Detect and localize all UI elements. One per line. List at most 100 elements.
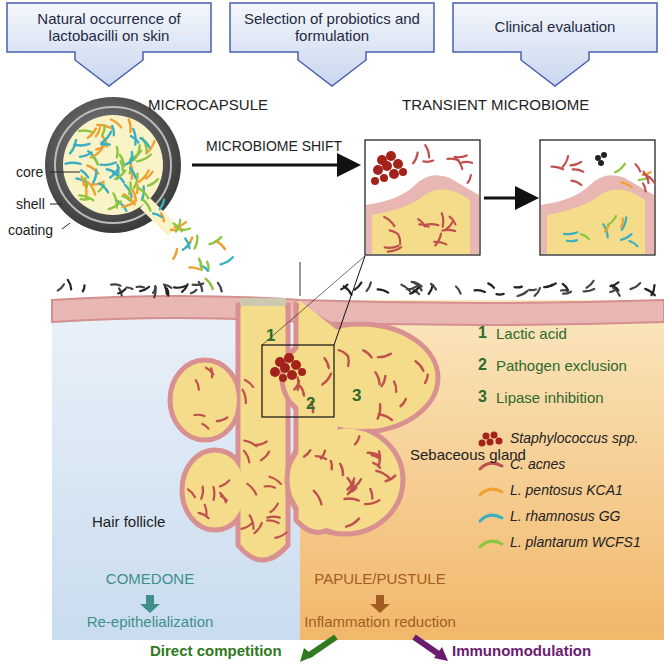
purple-arrow-head xyxy=(434,647,448,661)
bacterium xyxy=(322,374,331,385)
staphylococcus-cluster xyxy=(270,353,306,382)
bacterium xyxy=(267,516,280,519)
legend-sample xyxy=(496,438,503,445)
shift-arrow xyxy=(192,164,352,167)
bacterium xyxy=(132,190,136,201)
legend-sample xyxy=(487,439,494,446)
bacterium xyxy=(621,182,631,187)
bacterium xyxy=(221,257,233,264)
bacterium xyxy=(339,350,348,355)
divider xyxy=(300,262,301,296)
bacterium xyxy=(58,284,64,290)
bacterium xyxy=(384,217,394,226)
inset-bacteria xyxy=(384,145,654,252)
bacterium xyxy=(346,519,359,527)
bacterium xyxy=(174,286,186,288)
bacterium xyxy=(107,169,117,174)
bacterium xyxy=(429,285,433,294)
bacterium xyxy=(160,200,164,210)
bacterium xyxy=(621,234,632,240)
bacterium xyxy=(112,126,114,135)
callout-number: 3 xyxy=(478,388,487,406)
bacterium xyxy=(390,230,399,234)
bacterium xyxy=(206,279,213,289)
bacterium xyxy=(379,414,392,420)
bacterium xyxy=(563,284,568,290)
lesion-type: COMEDONE xyxy=(40,570,260,587)
bacterium xyxy=(573,169,584,171)
leader-line xyxy=(62,223,70,229)
bacterium xyxy=(379,452,380,466)
step-label: Clinical evaluation xyxy=(458,18,652,35)
bacterium xyxy=(548,283,556,286)
bacterium xyxy=(552,167,564,170)
legend-sample xyxy=(491,432,498,439)
bacterium xyxy=(496,293,503,296)
bacterium xyxy=(348,478,353,489)
step-label: Selection of probiotics and formulation xyxy=(235,10,429,45)
part-label: Sebaceous gland xyxy=(410,446,526,463)
bacterium xyxy=(314,491,322,505)
callout-number: 3 xyxy=(352,386,361,406)
bacterium xyxy=(202,424,208,429)
bacterium xyxy=(102,126,105,136)
bacterium xyxy=(124,158,135,166)
bacterium xyxy=(622,217,627,229)
part-label: coating xyxy=(8,222,53,238)
legend-sample xyxy=(483,433,490,440)
bacterium xyxy=(644,174,655,183)
bacterium xyxy=(123,201,136,207)
bacterium xyxy=(244,451,249,463)
part-label: shell xyxy=(16,196,45,212)
bacterium xyxy=(218,283,222,292)
bacterium xyxy=(344,286,352,295)
leader-line xyxy=(50,172,80,173)
bacterium xyxy=(431,284,436,290)
bacterium xyxy=(363,350,371,357)
legend-sample xyxy=(480,515,502,521)
section-title: MICROCAPSULE xyxy=(148,96,268,113)
bacterium xyxy=(199,282,203,291)
bacterium xyxy=(247,484,256,495)
shift-arrow xyxy=(484,197,530,200)
bacterium xyxy=(201,487,203,499)
bacterium xyxy=(111,284,120,285)
bacterium xyxy=(296,378,299,390)
bacterium xyxy=(355,436,359,444)
step-banner: Clinical evaluation xyxy=(452,2,658,88)
down-arrow xyxy=(140,595,160,613)
bacterium xyxy=(410,288,418,294)
bacterium xyxy=(261,452,269,461)
bacterium xyxy=(378,404,381,419)
callout-number: 2 xyxy=(478,356,487,374)
bacterium xyxy=(188,489,195,497)
bacterium xyxy=(347,356,350,366)
bacterium xyxy=(275,532,286,538)
bacterium xyxy=(213,487,214,500)
legend-label: L. plantarum WCFS1 xyxy=(510,534,641,550)
step-label: Natural occurrence of lactobacilli on sk… xyxy=(12,10,206,45)
bacterium xyxy=(206,368,214,375)
step-banner: Natural occurrence of lactobacilli on sk… xyxy=(6,2,212,88)
bacterium xyxy=(173,249,177,259)
inset-before xyxy=(365,140,480,255)
zoom-box xyxy=(262,345,334,417)
bacterium xyxy=(564,232,578,234)
bacterium xyxy=(608,216,616,225)
bacterium xyxy=(584,289,595,291)
bacterium xyxy=(587,281,594,288)
bacterium xyxy=(386,476,396,482)
inset-after xyxy=(540,140,655,255)
bacterium xyxy=(455,155,467,157)
bacterium xyxy=(176,220,180,232)
bacterium xyxy=(370,489,372,499)
bacteria xyxy=(188,350,428,538)
bacterium xyxy=(93,170,96,183)
bacterium xyxy=(629,241,637,246)
pathway-label: Direct competition xyxy=(150,642,282,659)
bacterium xyxy=(324,358,328,368)
pathway-label: Immunomodulation xyxy=(452,642,591,659)
bacterium xyxy=(138,188,148,198)
legend-label: L. rhamnosus GG xyxy=(510,508,621,524)
bacterium xyxy=(385,246,399,248)
